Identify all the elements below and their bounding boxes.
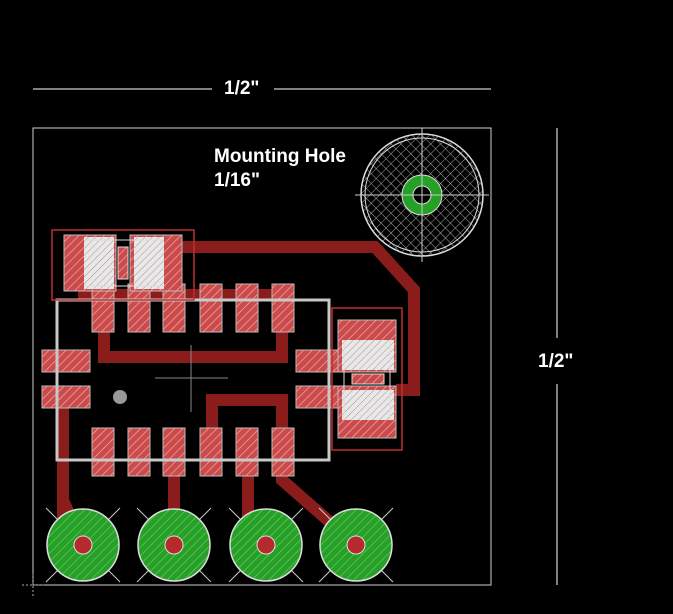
height-dimension-label: 1/2" <box>538 351 574 372</box>
width-dimension-label: 1/2" <box>224 78 260 99</box>
through-hole-pad-2 <box>136 507 212 583</box>
board-outline <box>32 127 492 586</box>
component-right <box>331 307 403 451</box>
through-hole-pad-1 <box>45 507 121 583</box>
through-hole-pad-3 <box>228 507 304 583</box>
mounting-hole <box>355 128 489 262</box>
ic-pads-bottom <box>91 427 295 477</box>
mounting-hole-size-label: 1/16" <box>214 170 260 191</box>
ic-pin1-marker <box>113 390 127 404</box>
mounting-hole-label: Mounting Hole <box>214 146 346 167</box>
component-top-left <box>51 229 195 301</box>
through-hole-pad-4 <box>318 507 394 583</box>
ic-center-crosshair <box>155 345 228 412</box>
origin-marker <box>22 574 46 598</box>
